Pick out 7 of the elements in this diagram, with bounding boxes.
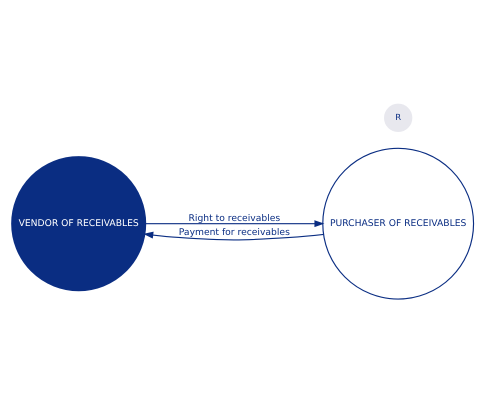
node-circle: R bbox=[384, 104, 412, 132]
node-circle: PURCHASER OF RECEIVABLES bbox=[322, 148, 474, 300]
edge-label: Right to receivables bbox=[188, 213, 280, 224]
arrow bbox=[143, 232, 324, 240]
arrow bbox=[146, 220, 324, 228]
node-circle: VENDOR OF RECEIVABLES bbox=[11, 156, 146, 292]
edge-label: Payment for receivables bbox=[178, 226, 290, 238]
